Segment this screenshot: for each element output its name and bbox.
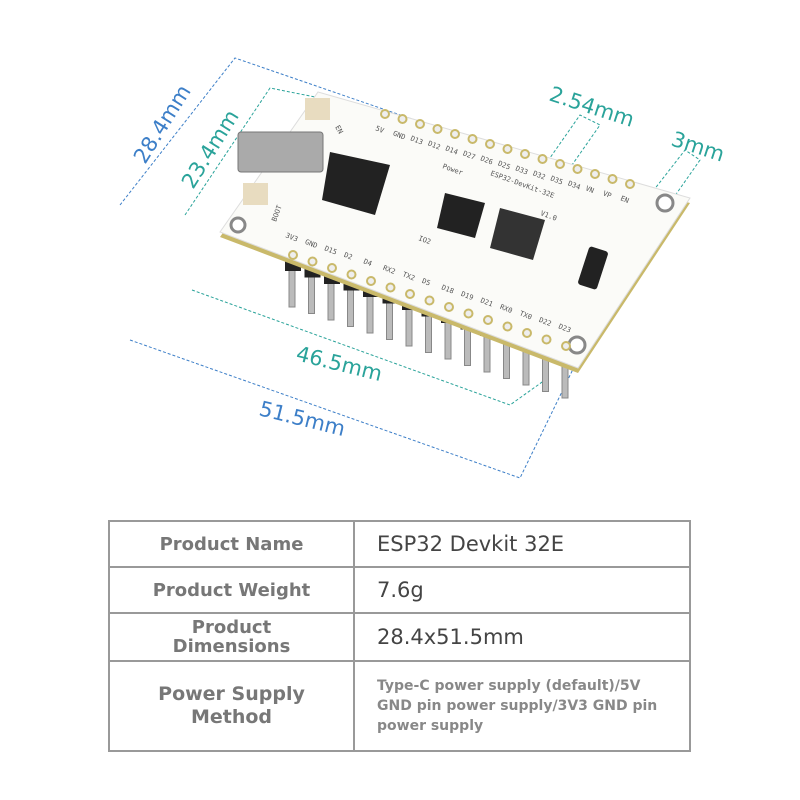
spec-label: Product Dimensions	[108, 612, 355, 662]
pin-pad	[537, 154, 548, 164]
dim-length-inner: 46.5mm	[294, 342, 385, 386]
pin-pad	[607, 174, 618, 184]
spec-value: Type-C power supply (default)/5V GND pin…	[353, 660, 691, 752]
reset-button	[305, 98, 330, 120]
en-label: EN	[333, 124, 344, 135]
pin-pad	[327, 263, 337, 273]
boot-button	[243, 183, 268, 205]
usb-c-port	[237, 131, 324, 173]
top-pin-label: 5V	[374, 124, 386, 135]
pin-pad	[380, 109, 390, 119]
pin-pad	[385, 282, 396, 293]
pin-pad	[288, 250, 298, 260]
pin-pad	[572, 164, 583, 174]
pin-pad	[405, 289, 415, 299]
pin-pad	[463, 308, 474, 319]
pin-pad	[483, 315, 493, 325]
dim-length-outer: 51.5mm	[257, 397, 348, 441]
pin-pad	[625, 179, 635, 189]
pin-pad	[522, 328, 532, 338]
pin-pad	[424, 295, 435, 306]
header-pin	[386, 299, 393, 340]
pin-pad	[502, 321, 513, 332]
top-pin-label: VN	[584, 184, 595, 195]
header-pin	[405, 305, 413, 347]
dim-width-outer: 28.4mm	[129, 81, 196, 168]
product-figure: 28.4mm 23.4mm 2.54mm 3mm 46.5mm 51.5mm 5…	[119, 57, 727, 479]
header-pin	[425, 312, 432, 353]
pin-pad	[541, 334, 552, 345]
wifi-badge	[578, 246, 608, 290]
bottom-pin-label: D2	[343, 251, 354, 262]
pin-pad	[590, 169, 600, 179]
header-pin	[288, 266, 296, 308]
bottom-pin-label: D4	[362, 257, 373, 268]
spec-label: Power Supply Method	[108, 660, 355, 752]
pin-pad	[397, 114, 408, 124]
pin-pad	[467, 134, 478, 144]
pin-pad	[485, 139, 495, 149]
spec-value: 28.4x51.5mm	[353, 612, 691, 662]
dim-width-inner: 23.4mm	[177, 106, 244, 193]
pin-pad	[502, 144, 513, 154]
pin-pad	[307, 256, 318, 267]
pin-pad	[366, 276, 376, 286]
regulator-chip	[437, 193, 485, 238]
mount-hole	[567, 335, 587, 355]
spec-label: Product Name	[108, 520, 355, 568]
spec-value: ESP32 Devkit 32E	[353, 520, 691, 568]
header-pin	[347, 286, 354, 327]
mount-hole	[229, 216, 247, 234]
pin-pad	[346, 269, 357, 280]
dim-pitch: 2.54mm	[546, 82, 637, 132]
pin-pad	[561, 341, 571, 351]
pin-pad	[432, 124, 443, 134]
header-pin	[308, 273, 315, 314]
dim-hole: 3mm	[668, 127, 727, 167]
mount-hole	[655, 193, 675, 213]
usb-chip	[322, 152, 390, 215]
spec-label: Product Weight	[108, 566, 355, 614]
header-pin	[444, 318, 452, 360]
header-pin	[327, 279, 335, 321]
top-pin-label: EN	[619, 194, 630, 205]
pin-pad	[555, 159, 565, 169]
spec-value: 7.6g	[353, 566, 691, 614]
bottom-pin-label: D5	[421, 277, 432, 288]
esp32-chip	[490, 208, 545, 260]
pin-pad	[415, 119, 425, 129]
pin-pad	[520, 149, 530, 159]
header-pin	[366, 292, 374, 334]
top-pin-label: VP	[602, 189, 613, 200]
pin-pad	[450, 129, 460, 139]
io2-label: IO2	[417, 234, 432, 246]
pin-pad	[444, 302, 454, 312]
